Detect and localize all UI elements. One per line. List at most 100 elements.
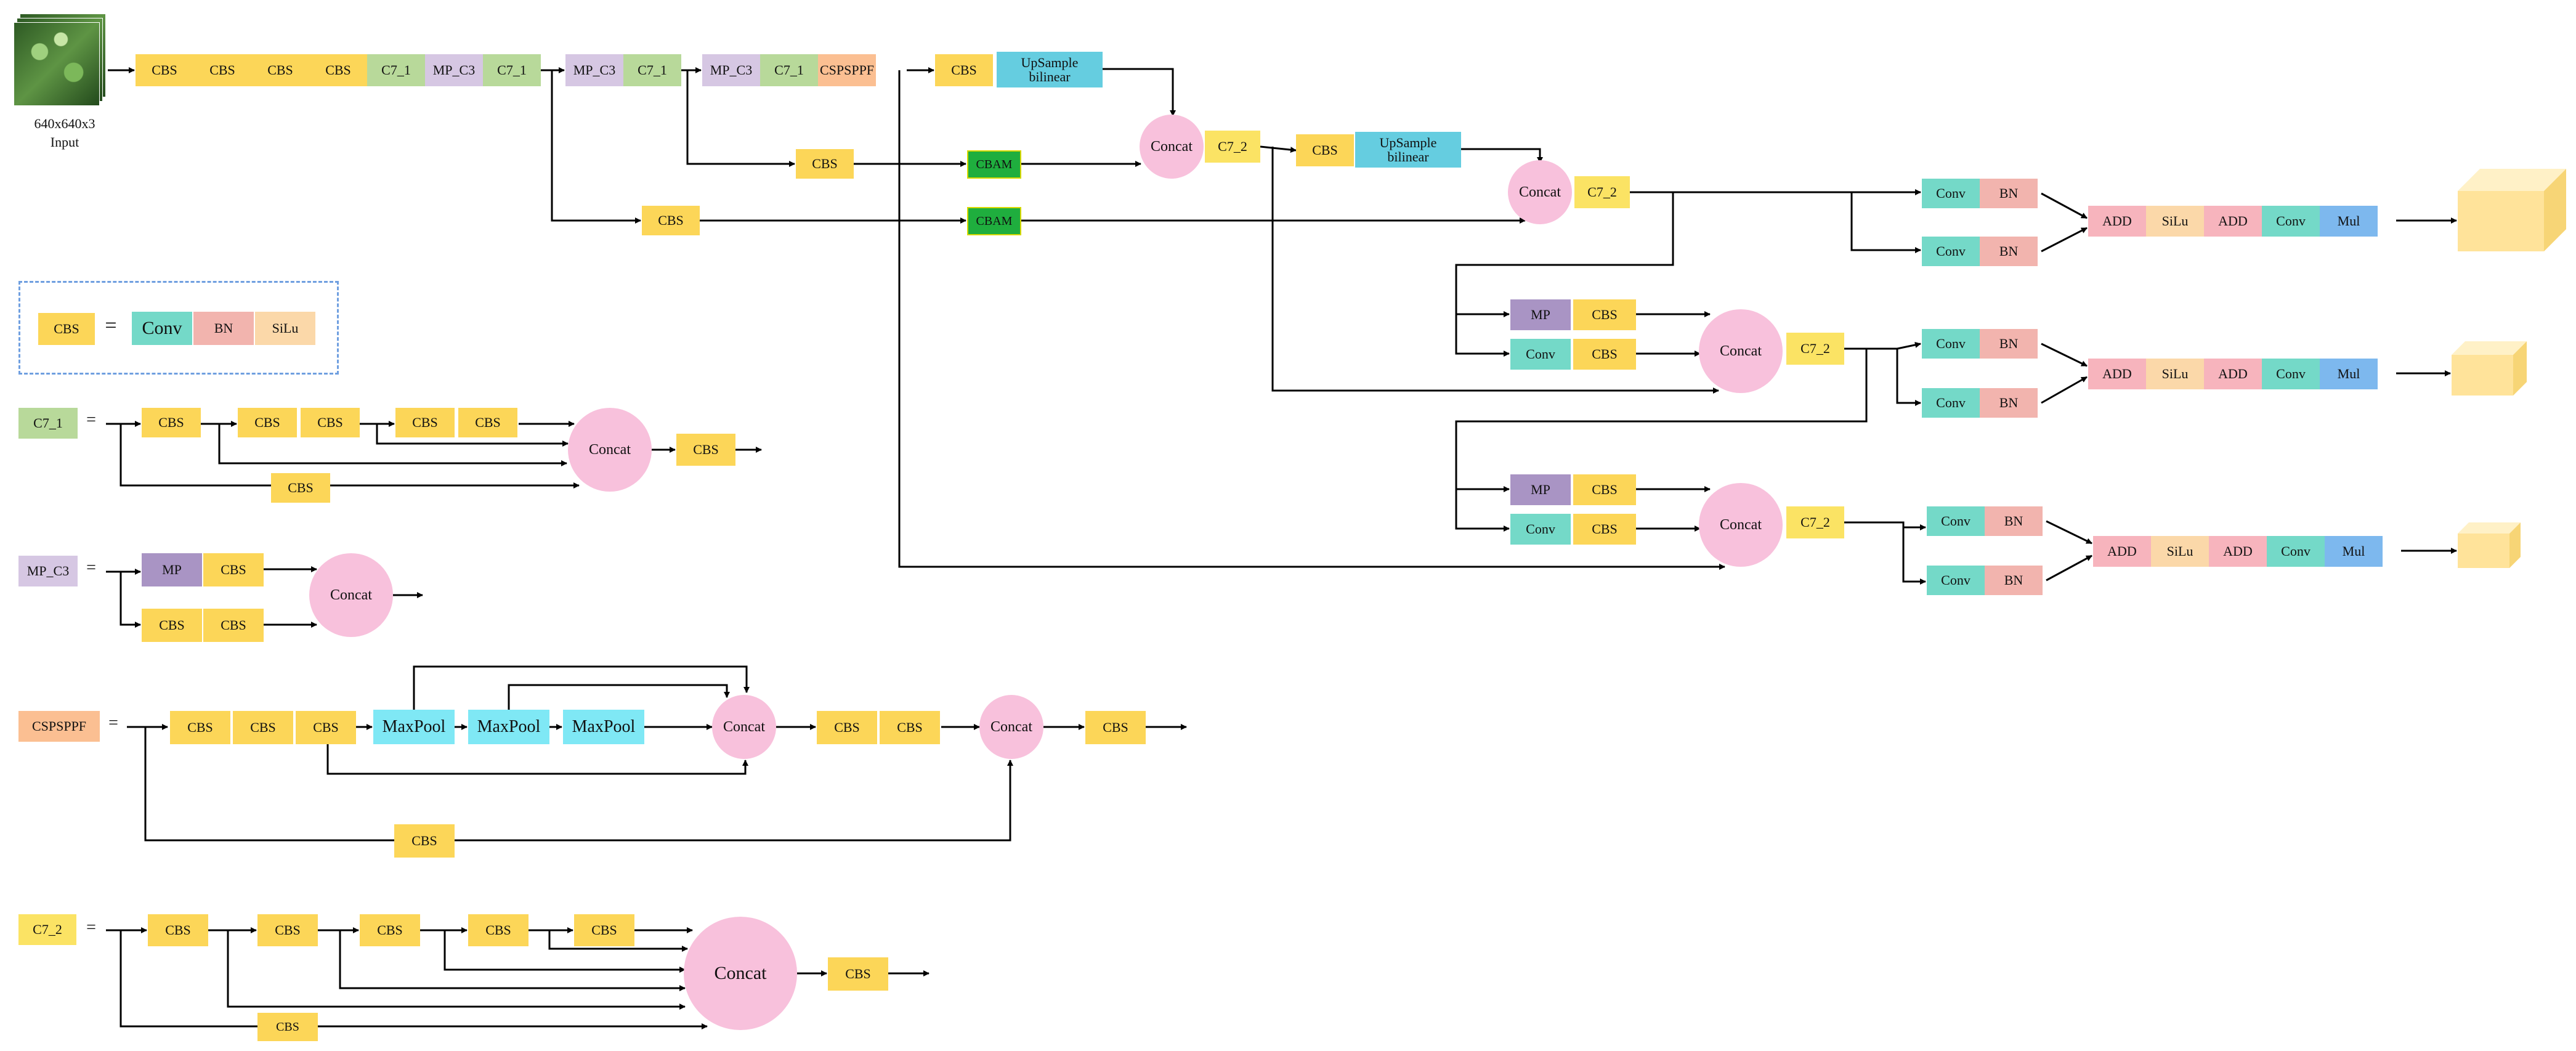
cbs-block: CBS: [257, 1013, 318, 1041]
cbs-block: CBS: [935, 54, 993, 86]
cbs-block: CBS: [136, 54, 193, 86]
connector-line: [1271, 147, 1719, 394]
cbs-block: CBS: [395, 408, 455, 437]
equals-sign: =: [86, 918, 96, 937]
input-size-label: 640x640x3: [34, 116, 95, 131]
connector-line: [1103, 68, 1176, 116]
mp-block: MP: [142, 553, 202, 586]
connector-line: [898, 70, 1725, 570]
output-feature-cube: [2458, 169, 2566, 251]
concat-node: Concat: [1699, 309, 1783, 393]
connector-line: [2046, 554, 2092, 582]
connector-line: [508, 684, 730, 710]
connector-line: [2041, 227, 2088, 253]
cbs-block: CBS: [1573, 474, 1636, 505]
bn-block: BN: [1985, 506, 2043, 536]
connector-line: [119, 424, 288, 487]
cbs-block: CBS: [257, 914, 318, 946]
cbs-block: CBS: [170, 711, 230, 744]
silu-block: SiLu: [2146, 359, 2204, 389]
conv-block: Conv: [1922, 179, 1980, 208]
conv-block: Conv: [1510, 514, 1571, 545]
bn-block: BN: [1980, 237, 2038, 266]
cbs-block: CBS: [817, 711, 877, 744]
add-block: ADD: [2088, 206, 2146, 237]
c7-1-block: C7_1: [367, 54, 425, 86]
equals-sign: =: [86, 558, 96, 577]
cbs-block: CBS: [251, 54, 309, 86]
cbs-block: CBS: [394, 824, 455, 858]
add-block: ADD: [2209, 536, 2267, 567]
equals-sign: =: [105, 314, 117, 337]
cspsppf-block: CSPSPPF: [818, 54, 876, 86]
connector-line: [1844, 347, 1921, 406]
concat-node: Concat: [684, 917, 797, 1030]
add-block: ADD: [2204, 206, 2262, 237]
c7-1-block: C7_1: [483, 54, 541, 86]
cbs-block: CBS: [574, 914, 634, 946]
connector-line: [144, 727, 411, 842]
concat-node: Concat: [309, 553, 393, 637]
c7-2-block: C7_2: [18, 914, 76, 945]
c7-1-block: C7_1: [760, 54, 818, 86]
add-block: ADD: [2093, 536, 2151, 567]
add-block: ADD: [2088, 359, 2146, 389]
concat-node: Concat: [1140, 115, 1204, 179]
c7-1-block: C7_1: [18, 408, 78, 439]
mp-c3-block: MP_C3: [702, 54, 760, 86]
input-label: Input: [50, 134, 79, 150]
bn-block: BN: [193, 312, 254, 345]
conv-block: Conv: [1927, 566, 1985, 595]
connector-line: [1897, 341, 1921, 350]
cbs-block: CBS: [296, 711, 356, 744]
cbs-block: CBS: [796, 149, 854, 179]
bn-block: BN: [1980, 329, 2038, 359]
output-feature-cube: [2452, 341, 2527, 396]
connector-line: [119, 930, 266, 1028]
add-block: ADD: [2204, 359, 2262, 389]
upsample-block: UpSample bilinear: [997, 52, 1103, 87]
bn-block: BN: [1980, 388, 2038, 418]
cbs-block: CBS: [238, 408, 297, 437]
connector-line: [376, 424, 569, 447]
mul-block: Mul: [2320, 359, 2378, 389]
silu-block: SiLu: [2151, 536, 2209, 567]
mul-block: Mul: [2320, 206, 2378, 237]
maxpool-block: MaxPool: [468, 710, 549, 744]
cbs-block: CBS: [38, 313, 95, 345]
upsample-block: UpSample bilinear: [1355, 132, 1461, 168]
connector-line: [1260, 145, 1297, 153]
cbs-block: CBS: [1573, 339, 1636, 370]
silu-block: SiLu: [2146, 206, 2204, 237]
conv-block: Conv: [1927, 506, 1985, 536]
cbs-block: CBS: [458, 408, 517, 437]
connector-line: [551, 70, 641, 224]
connector-line: [2041, 343, 2088, 367]
cbs-block: CBS: [203, 553, 264, 586]
mul-block: Mul: [2325, 536, 2383, 567]
cbs-block: CBS: [309, 54, 367, 86]
cbs-block: CBS: [880, 711, 940, 744]
cbs-block: CBS: [468, 914, 529, 946]
cbs-block: CBS: [233, 711, 293, 744]
conv-block: Conv: [1510, 339, 1571, 370]
c7-1-block: C7_1: [623, 54, 681, 86]
cbs-block: CBS: [1573, 514, 1636, 545]
concat-node: Concat: [1699, 483, 1783, 567]
conv-block: Conv: [2267, 536, 2325, 567]
input-image-layer: [14, 22, 100, 106]
connector-line: [218, 424, 567, 466]
equals-sign: =: [108, 713, 118, 732]
conv-block: Conv: [2262, 359, 2320, 389]
mp-block: MP: [1510, 299, 1571, 330]
connector-line: [686, 70, 795, 167]
cbs-block: CBS: [142, 609, 202, 642]
cbs-block: CBS: [203, 609, 264, 642]
output-feature-cube: [2458, 522, 2521, 568]
concat-node: Concat: [568, 408, 652, 492]
cbs-block: CBS: [1296, 134, 1354, 166]
connector-line: [1844, 521, 1926, 585]
maxpool-block: MaxPool: [373, 710, 455, 744]
mp-c3-block: MP_C3: [565, 54, 623, 86]
